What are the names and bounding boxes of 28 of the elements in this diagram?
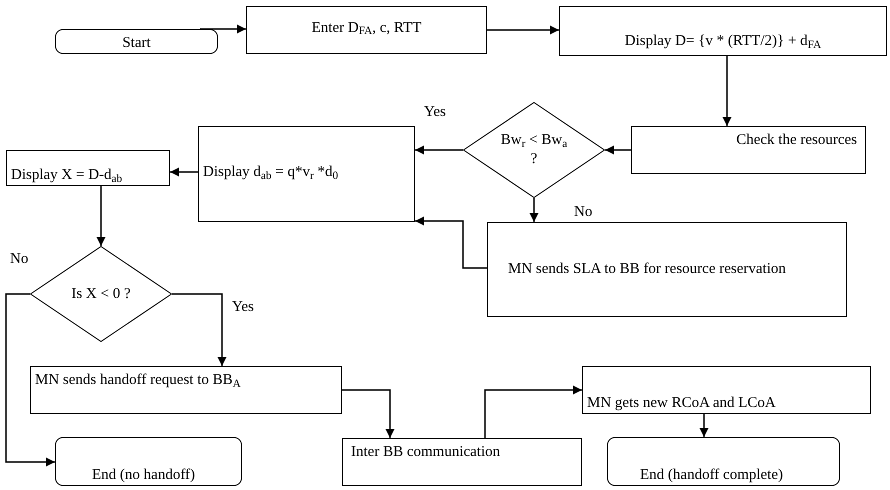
arrow (170, 168, 198, 176)
arrow (415, 146, 463, 154)
arrow (172, 293, 226, 366)
process-box: Display D= {v * (RTT/2)} + d$_{FA}$ (559, 6, 887, 56)
arrow (484, 386, 582, 438)
arrow (342, 389, 394, 438)
terminal-box: Start (55, 29, 218, 54)
arrow (700, 414, 708, 437)
terminal-box: End (no handoff) (55, 437, 242, 486)
process-box: Display d$_{ab}$ = q*v$_{r}$ *d$_{0}$ (198, 126, 415, 222)
terminal-box: End (handoff complete) (607, 437, 840, 486)
arrow (415, 216, 487, 269)
process-box: MN gets new RCoA and LCoA (582, 366, 871, 414)
arrow (487, 26, 559, 34)
process-box: MN sends handoff request to BB$_{A}$ (30, 366, 342, 414)
process-box: Enter D$_{FA}$, c, RTT (246, 6, 487, 54)
arrow (530, 198, 538, 222)
process-box: Check the resources (631, 126, 866, 174)
process-box: MN sends SLA to BB for resource reservation (487, 222, 847, 317)
decision-diamond: Bw$_{r}$ < Bw$_{a}$ ? (463, 102, 605, 198)
arrow (200, 24, 246, 34)
process-box: Inter BB communication (342, 438, 582, 486)
arrow (722, 56, 732, 126)
arrow (96, 186, 106, 246)
process-box: Display X = D-d$_{ab}$ (6, 150, 170, 186)
arrow (605, 146, 631, 154)
decision-diamond: Is X < 0 ? (30, 246, 172, 342)
arrow (5, 293, 55, 466)
